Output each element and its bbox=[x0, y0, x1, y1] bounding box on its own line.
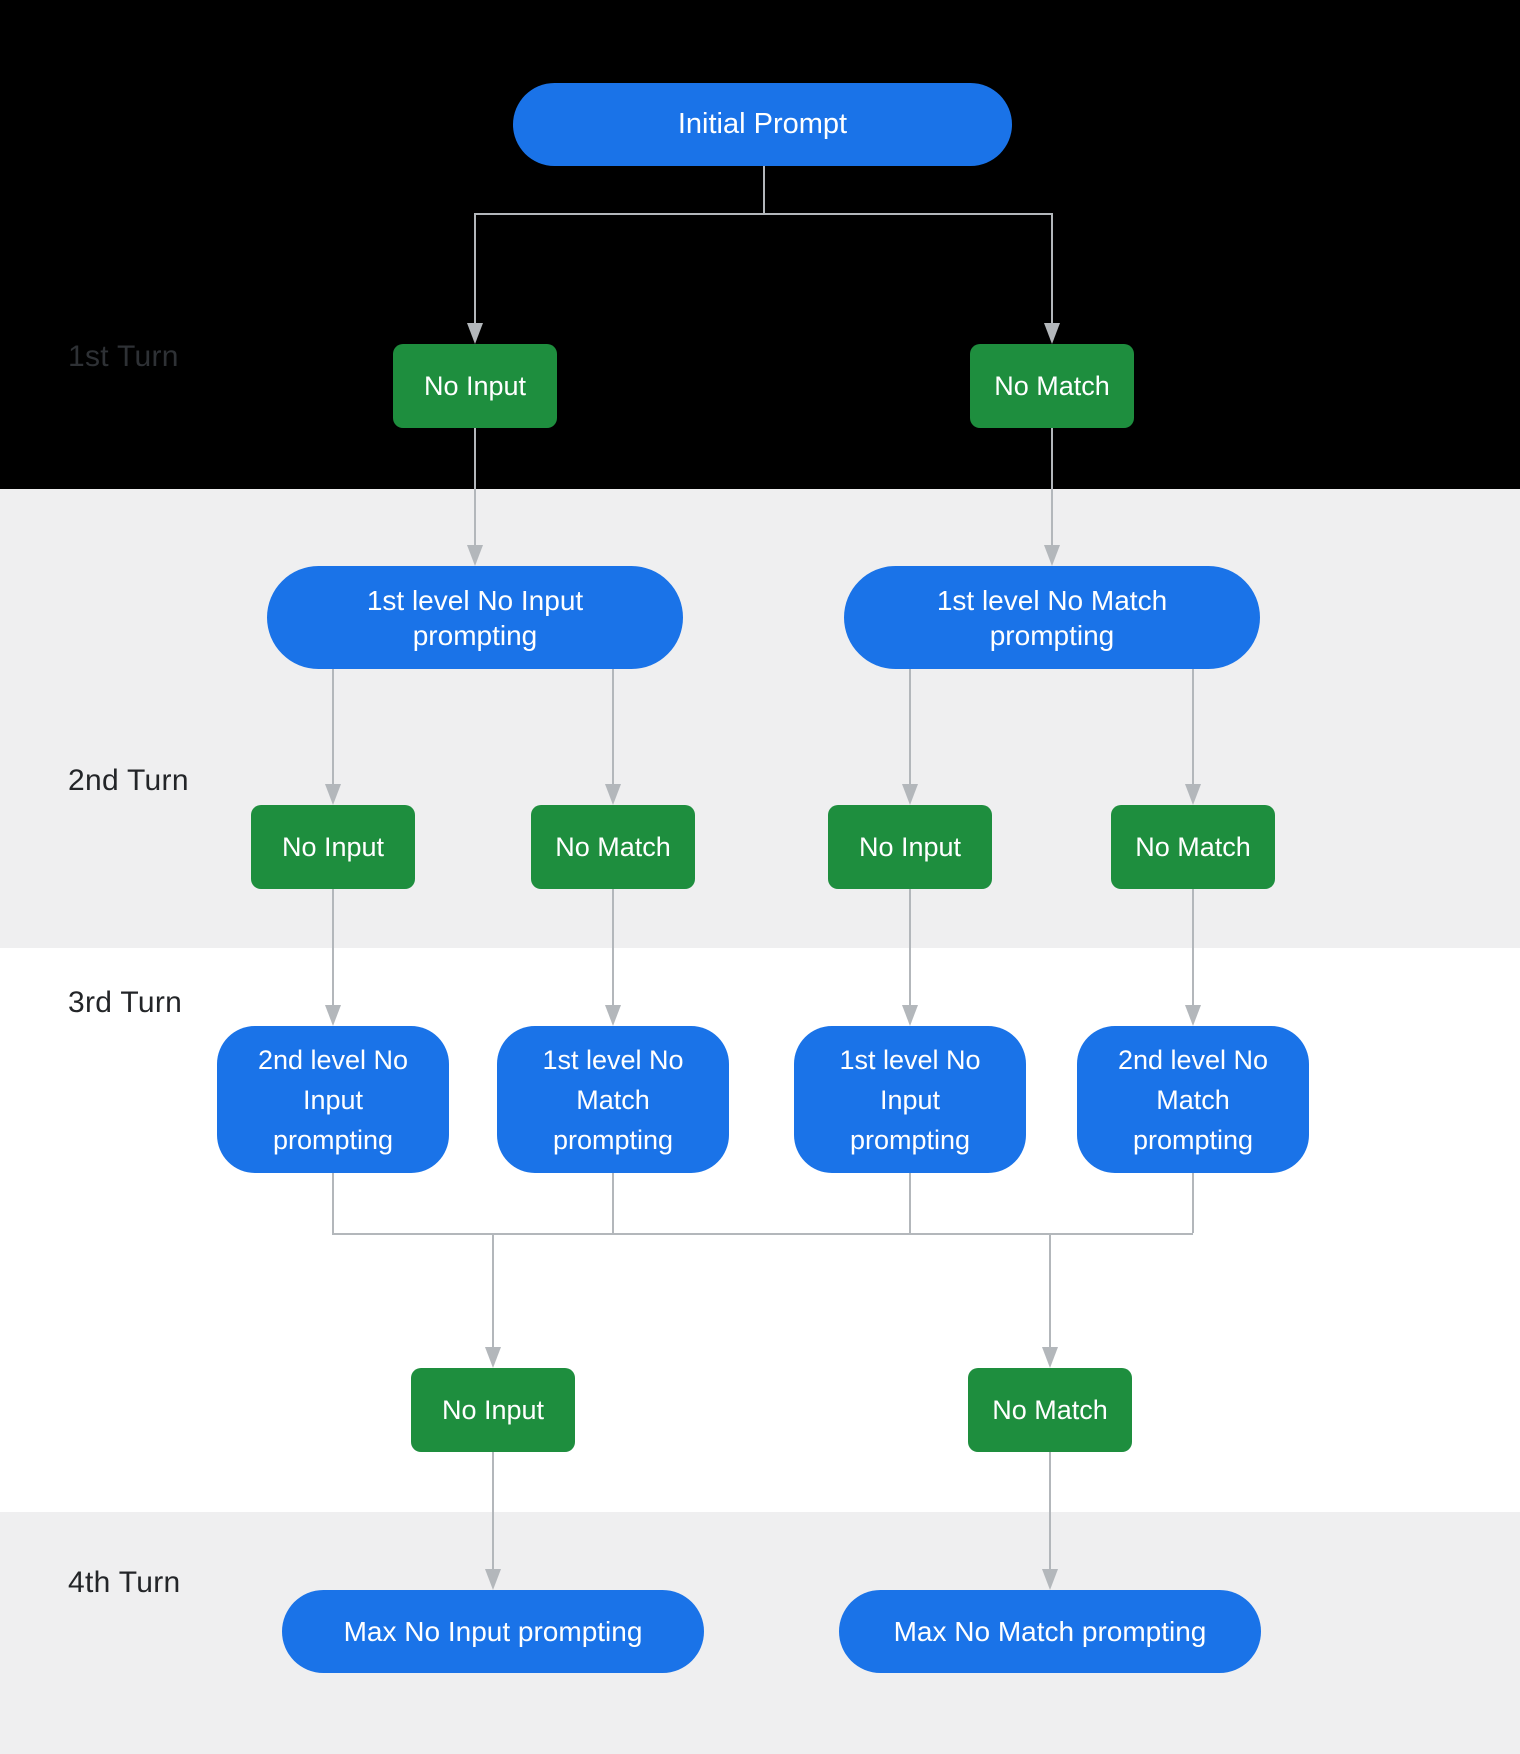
turn2-band bbox=[0, 489, 1520, 948]
node-turn2-right-no-input: No Input bbox=[828, 805, 992, 889]
connector-line bbox=[612, 669, 614, 786]
arrowhead-icon bbox=[605, 784, 621, 805]
arrowhead-icon bbox=[1042, 1347, 1058, 1368]
node-max-no-match-prompting: Max No Match prompting bbox=[839, 1590, 1261, 1673]
node-turn2-left-no-match: No Match bbox=[531, 805, 695, 889]
node-1st-level-no-match-prompting-repeat: 1st level No Match prompting bbox=[497, 1026, 729, 1173]
connector-line bbox=[1051, 428, 1053, 547]
arrowhead-icon bbox=[902, 1005, 918, 1026]
node-2nd-level-no-input-prompting: 2nd level No Input prompting bbox=[217, 1026, 449, 1173]
node-turn1-no-input: No Input bbox=[393, 344, 557, 428]
node-1st-level-no-input-prompting: 1st level No Input prompting bbox=[267, 566, 683, 669]
connector-line bbox=[332, 1173, 334, 1233]
node-1st-level-no-input-prompting-repeat: 1st level No Input prompting bbox=[794, 1026, 1026, 1173]
connector-line bbox=[1192, 889, 1194, 1007]
connector-line bbox=[1192, 1173, 1194, 1233]
connector-line bbox=[474, 213, 1053, 215]
node-initial-prompt: Initial Prompt bbox=[513, 83, 1012, 166]
node-turn1-no-match: No Match bbox=[970, 344, 1134, 428]
connector-line bbox=[909, 669, 911, 786]
node-2nd-level-no-match-prompting: 2nd level No Match prompting bbox=[1077, 1026, 1309, 1173]
turn1-label: 1st Turn bbox=[68, 340, 179, 373]
connector-line bbox=[612, 1173, 614, 1233]
arrowhead-icon bbox=[325, 1005, 341, 1026]
connector-line bbox=[909, 1173, 911, 1233]
node-turn2-left-no-input: No Input bbox=[251, 805, 415, 889]
arrowhead-icon bbox=[467, 323, 483, 344]
turn1-band bbox=[0, 0, 1520, 489]
turn2-label: 2nd Turn bbox=[68, 764, 189, 797]
connector-line bbox=[492, 1452, 494, 1571]
connector-line bbox=[763, 166, 765, 214]
arrowhead-icon bbox=[1185, 784, 1201, 805]
connector-line bbox=[1049, 1452, 1051, 1571]
arrowhead-icon bbox=[1044, 545, 1060, 566]
connector-line bbox=[492, 1233, 494, 1349]
arrowhead-icon bbox=[485, 1347, 501, 1368]
connector-line bbox=[332, 669, 334, 786]
arrowhead-icon bbox=[325, 784, 341, 805]
arrowhead-icon bbox=[485, 1569, 501, 1590]
connector-line bbox=[1192, 669, 1194, 786]
turn3-label: 3rd Turn bbox=[68, 986, 183, 1019]
connector-line bbox=[332, 889, 334, 1007]
connector-line bbox=[474, 214, 476, 325]
node-max-no-input-prompting: Max No Input prompting bbox=[282, 1590, 704, 1673]
arrowhead-icon bbox=[902, 784, 918, 805]
turn4-band bbox=[0, 1512, 1520, 1754]
node-turn2-right-no-match: No Match bbox=[1111, 805, 1275, 889]
connector-line bbox=[612, 889, 614, 1007]
connector-line bbox=[332, 1233, 1193, 1235]
turn4-label: 4th Turn bbox=[68, 1566, 181, 1599]
arrowhead-icon bbox=[467, 545, 483, 566]
node-1st-level-no-match-prompting: 1st level No Match prompting bbox=[844, 566, 1260, 669]
node-turn3-no-input: No Input bbox=[411, 1368, 575, 1452]
arrowhead-icon bbox=[605, 1005, 621, 1026]
arrowhead-icon bbox=[1044, 323, 1060, 344]
connector-line bbox=[1051, 214, 1053, 325]
connector-line bbox=[1049, 1233, 1051, 1349]
connector-line bbox=[474, 428, 476, 547]
connector-line bbox=[909, 889, 911, 1007]
arrowhead-icon bbox=[1185, 1005, 1201, 1026]
arrowhead-icon bbox=[1042, 1569, 1058, 1590]
node-turn3-no-match: No Match bbox=[968, 1368, 1132, 1452]
